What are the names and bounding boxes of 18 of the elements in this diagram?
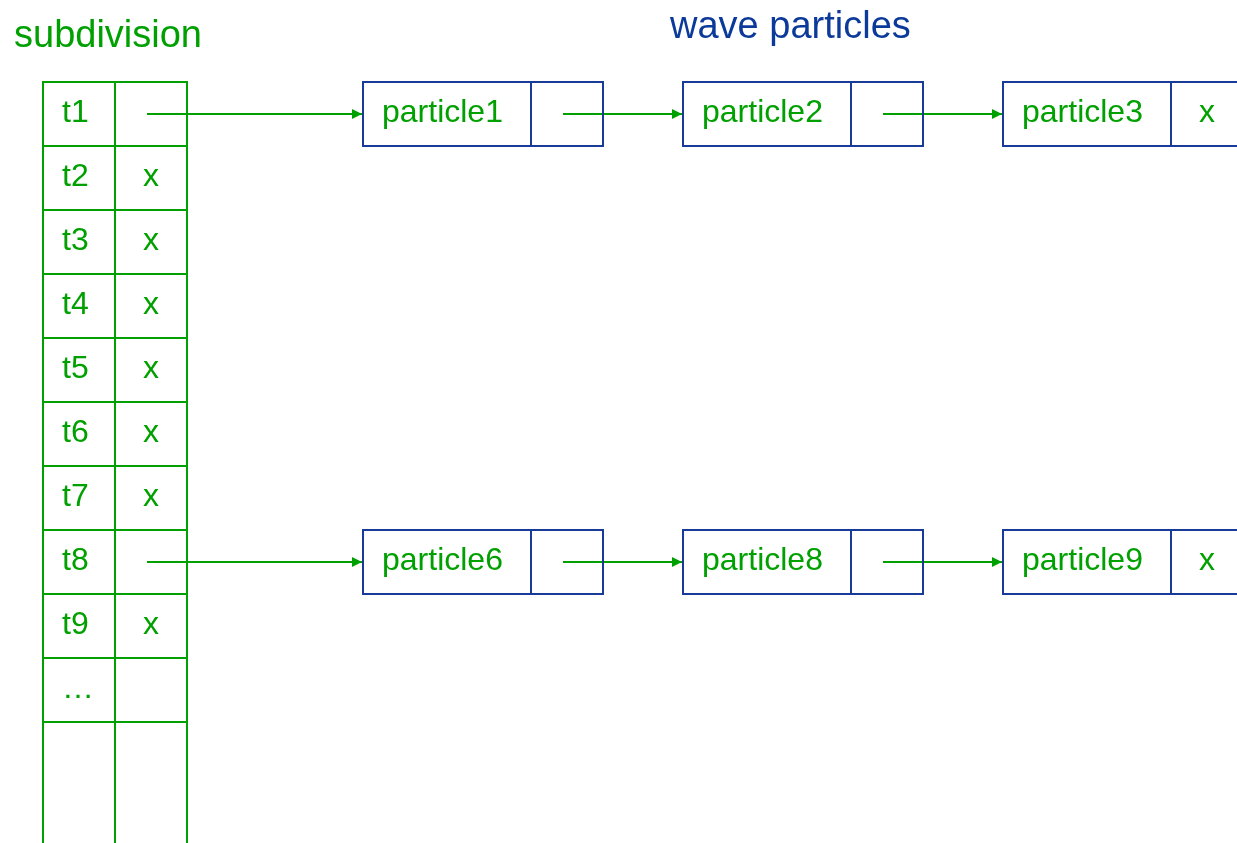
table-cell — [114, 81, 188, 147]
particle-box: particle9 x — [1002, 529, 1237, 595]
pointer-cell: x — [1170, 83, 1237, 145]
arrow — [882, 109, 1003, 119]
particle-box: particle1 — [362, 81, 604, 147]
particle-box: particle8 — [682, 529, 924, 595]
arrow — [882, 557, 1003, 567]
particle-box: particle2 — [682, 81, 924, 147]
arrow — [562, 109, 683, 119]
arrow — [562, 557, 683, 567]
arrow — [146, 109, 363, 119]
section-heading: wave particles — [670, 6, 911, 44]
particle-box: particle3 x — [1002, 81, 1237, 147]
arrow — [146, 557, 363, 567]
table-cell: t1 — [42, 81, 116, 147]
pointer-cell: x — [1170, 531, 1237, 593]
particle-box: particle6 — [362, 529, 604, 595]
table-heading: subdivision — [14, 15, 202, 53]
